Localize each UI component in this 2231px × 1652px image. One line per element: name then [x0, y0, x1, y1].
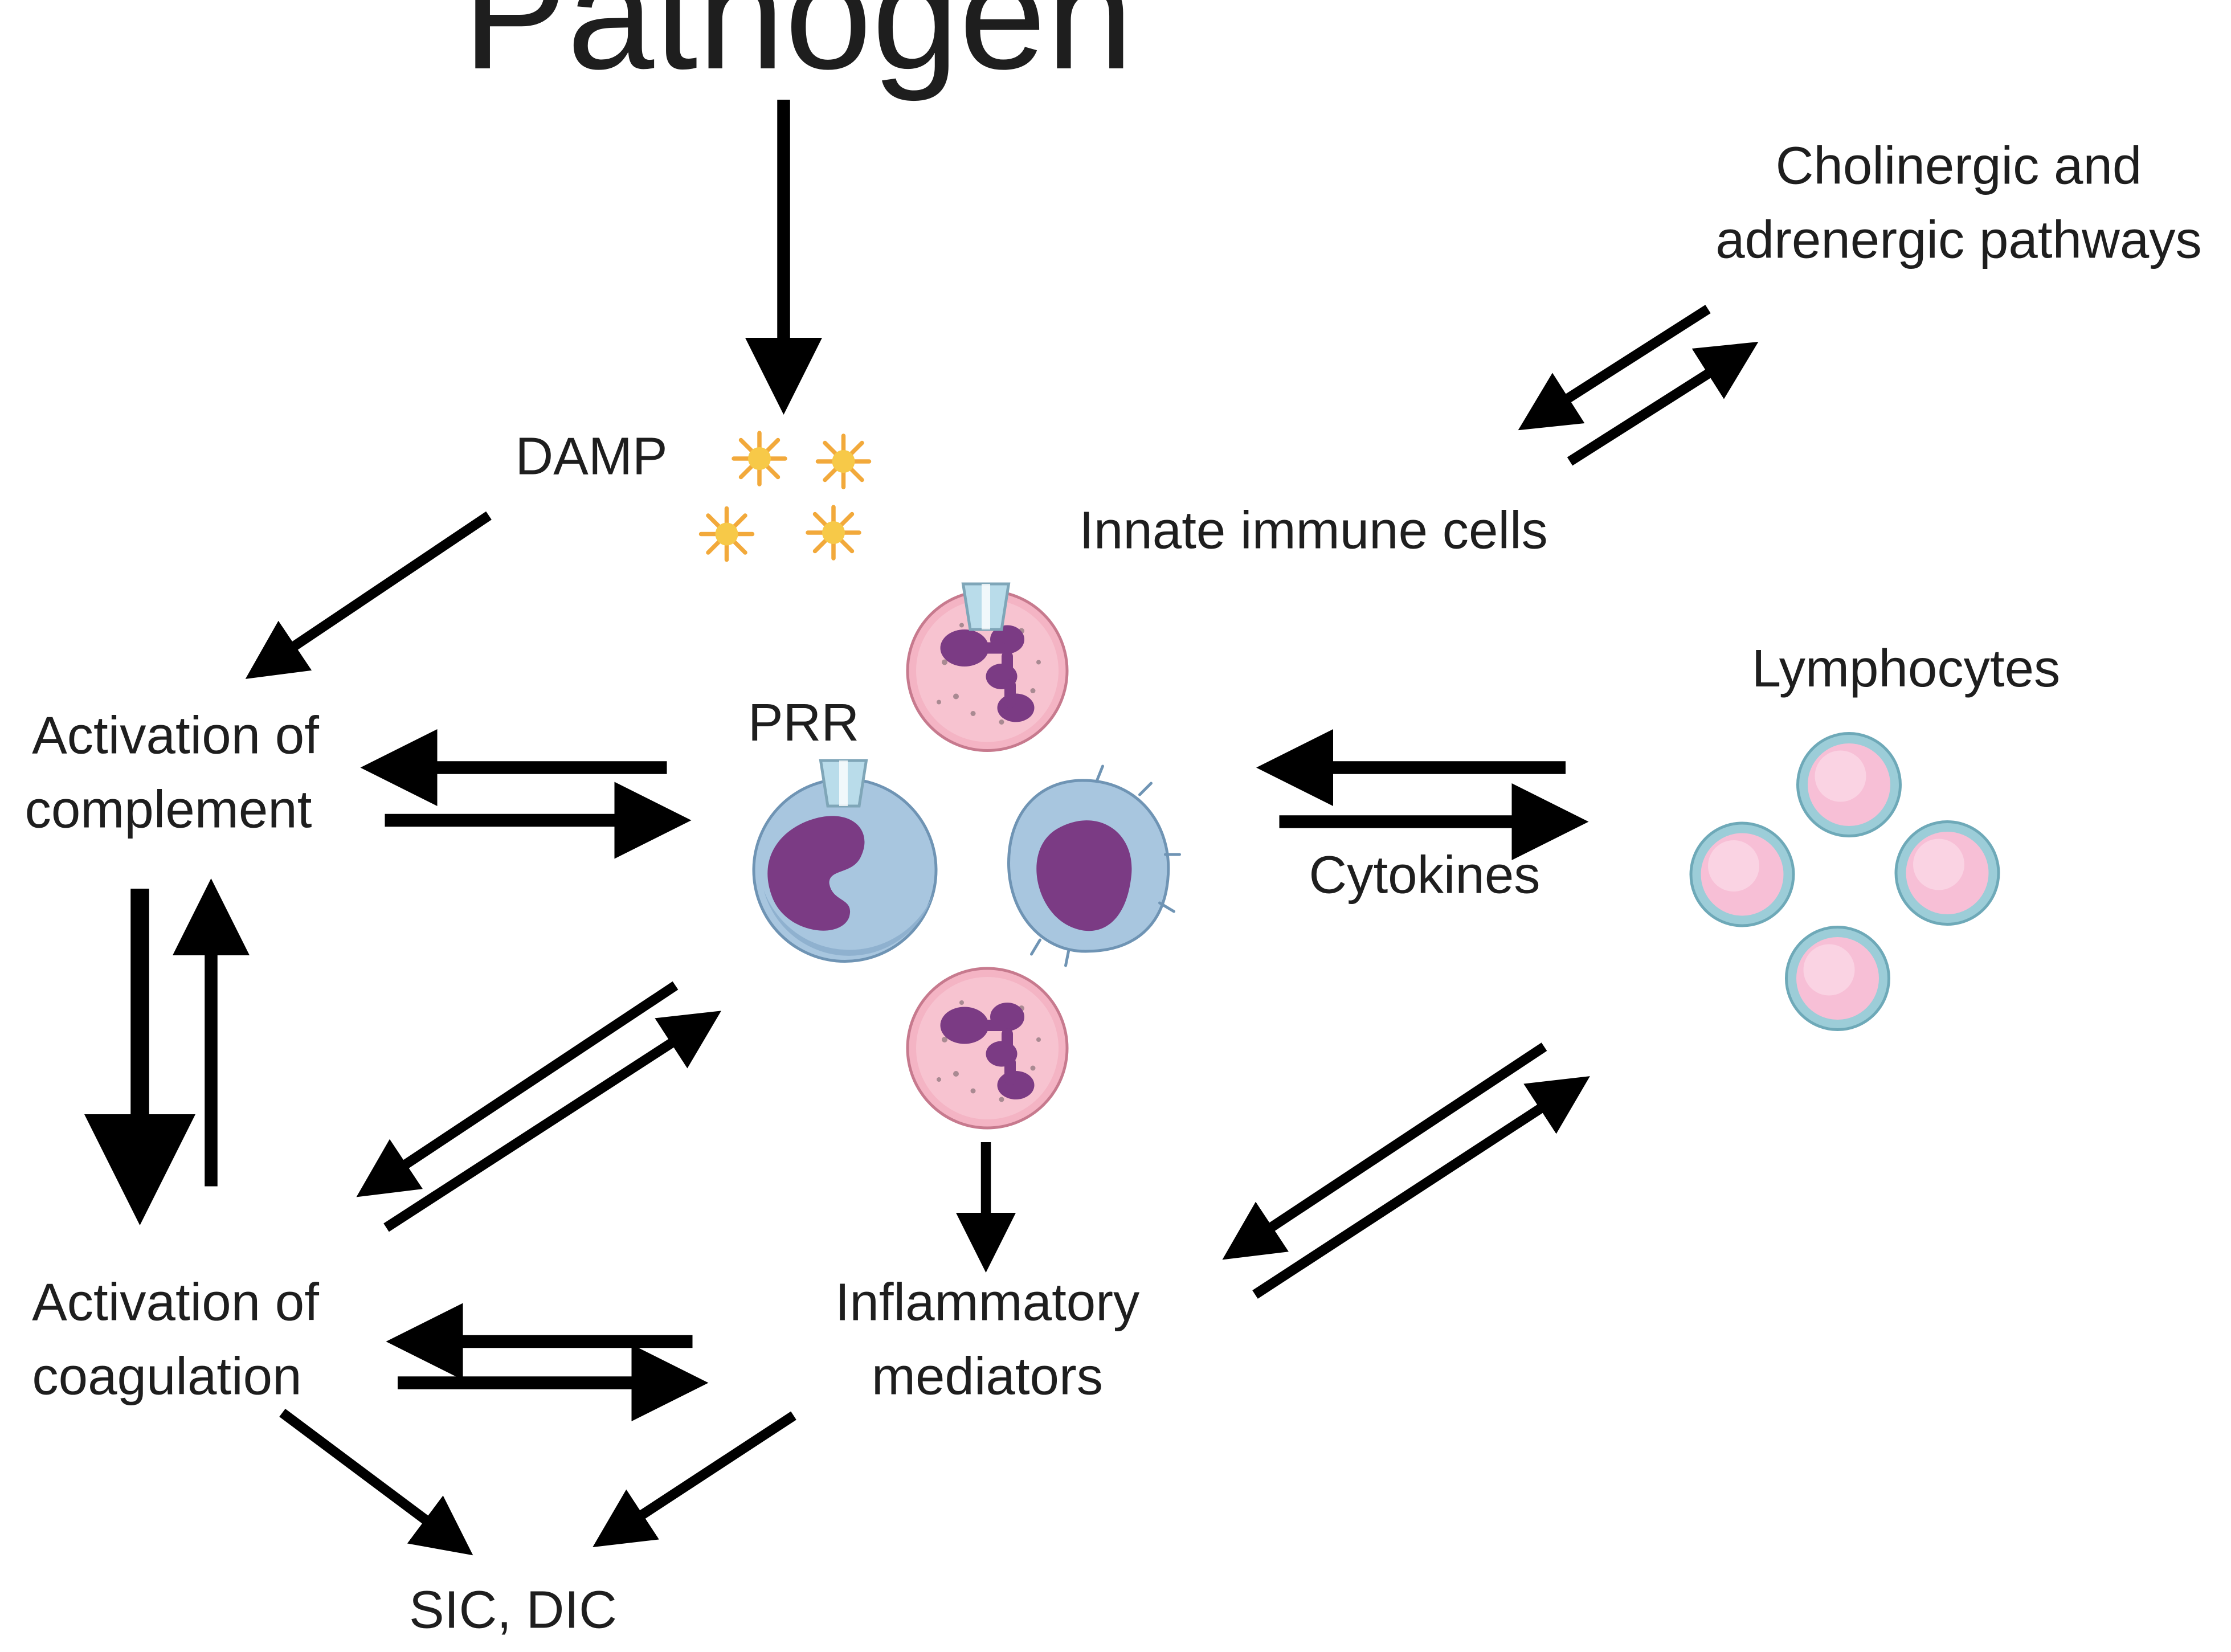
sic-dic-label: SIC, DIC: [409, 1580, 617, 1639]
arrow-cells-to-coagulation: [356, 981, 679, 1197]
arrow-innate-to-cholinergic: [1567, 341, 1759, 466]
cholinergic-label-line2: adrenergic pathways: [1715, 210, 2202, 269]
arrow-cholinergic-to-innate: [1518, 305, 1711, 431]
arrow-inflammatory-to-sic-dic: [593, 1411, 796, 1548]
cytokines-label: Cytokines: [1309, 845, 1540, 905]
pathogen-label: Pathogen: [463, 0, 1133, 103]
macrophage-icon: [1007, 764, 1181, 967]
lymphocytes-label: Lymphocytes: [1752, 639, 2061, 698]
coagulation-label-line2: coagulation: [32, 1347, 301, 1406]
cholinergic-label-line1: Cholinergic and: [1776, 136, 2142, 195]
arrow-coagulation-to-sic-dic: [279, 1408, 473, 1556]
inflammatory-label-line2: mediators: [872, 1347, 1103, 1406]
lymphocyte-icon: [1787, 927, 1889, 1030]
neutrophil-icon: [908, 968, 1067, 1128]
monocyte-icon: [752, 778, 938, 963]
damp-label: DAMP: [515, 427, 667, 486]
receptor-icon: [963, 584, 1009, 629]
arrow-inflammatory-to-lymphocytes: [1252, 1076, 1590, 1299]
lymphocyte-icon: [1896, 822, 1999, 925]
complement-label-line2: complement: [25, 780, 312, 839]
prr-label: PRR: [748, 693, 859, 752]
innate-immune-cells-label: Innate immune cells: [1079, 501, 1548, 560]
arrow-damp-to-complement: [245, 511, 492, 679]
pathogen-damp-stars: [701, 433, 869, 560]
inflammatory-label-line1: Inflammatory: [835, 1273, 1140, 1332]
complement-label-line1: Activation of: [32, 706, 319, 765]
arrow-lymphocytes-to-inflammatory: [1222, 1042, 1547, 1260]
arrow-coagulation-to-cells: [383, 1011, 722, 1232]
coagulation-label-line1: Activation of: [32, 1273, 319, 1332]
lymphocyte-icon: [1798, 734, 1901, 836]
lymphocyte-icon: [1691, 823, 1793, 926]
receptor-icon: [821, 760, 867, 806]
